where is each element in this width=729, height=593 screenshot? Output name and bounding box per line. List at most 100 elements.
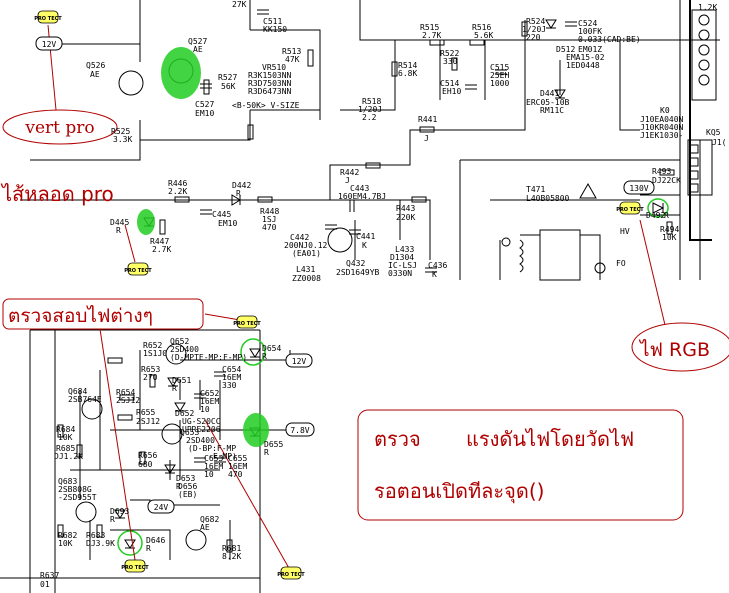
annotation-vert-pro: vert pro [24, 118, 94, 138]
protect-tag-d646: PRO TECT [121, 559, 149, 573]
highlight-d646 [117, 530, 143, 556]
label-q432-1: 2SD1649YB [336, 268, 380, 277]
diode-d653 [164, 464, 176, 474]
protect-tag-power: PRO TECT [233, 315, 261, 329]
label-r515-1: 2.7K [422, 31, 441, 40]
rail-flag-12v-top: 12V [35, 36, 63, 51]
svg-text:PRO TECT: PRO TECT [121, 565, 149, 571]
label-k0-3: J1EK1030- [640, 131, 683, 140]
resistor-r494 [666, 221, 673, 235]
label-d656-1: (EB) [178, 490, 197, 499]
label-r525-1: 3.3K [113, 135, 132, 144]
label-l431-0: L431 [296, 265, 315, 274]
label-q653-1: 2SD400 [186, 436, 215, 445]
protect-tags: PRO TECT PRO TECT PRO TECT PRO TECT PRO … [34, 10, 644, 580]
capacitor-c524 [565, 21, 577, 27]
label-d492-0: D492 [646, 211, 665, 220]
label-r446-1: 2.2K [168, 187, 187, 196]
resistor-r683 [96, 524, 103, 538]
label-c652-1: 16EM [200, 397, 219, 406]
label-k0-2: J10KR040N [640, 123, 684, 132]
protect-tag-rgb: PRO TECT [616, 201, 644, 215]
transistor-q652-symbol [165, 343, 187, 365]
label-vr510-2: R3D7503NN [248, 79, 292, 88]
svg-text:PRO TECT: PRO TECT [34, 16, 62, 22]
label-q684-1: 2SB764E [68, 395, 102, 404]
label-r653-1: 270 [143, 373, 158, 382]
label-r656-0: R656 [138, 451, 157, 460]
rgb-pointer [639, 219, 666, 326]
label-c514-0: C514 [440, 79, 459, 88]
label-r447-0: R447 [150, 237, 169, 246]
label-r685-0: R685 [56, 444, 75, 453]
label-d441-1: ERC05-10B [526, 98, 570, 107]
label-c445-0: C445 [212, 210, 231, 219]
resistor-r681 [226, 539, 233, 553]
svg-text:12V: 12V [42, 40, 57, 49]
annotation-check-voltages: ตรวจสอบไฟต่างๆ [8, 305, 153, 327]
rgb-bubble [631, 322, 729, 372]
svg-text:130V: 130V [629, 184, 648, 193]
label-d442-1: R [236, 189, 241, 198]
label-c527-0: C527 [195, 100, 214, 109]
label-c515-0: C515 [490, 63, 509, 72]
label-c655-0: C655 [228, 454, 247, 463]
label-r522-1: 330 [443, 57, 458, 66]
label-q526-1: AE [90, 70, 100, 79]
label-d655-1: R [264, 448, 269, 457]
label-c443-0: C443 [350, 184, 369, 193]
label-d445-0: D445 [110, 218, 129, 227]
label-d646-1: R [146, 544, 151, 553]
capacitor-c436 [425, 267, 437, 273]
capacitor-c527 [200, 83, 212, 89]
label-d646-0: D646 [146, 536, 165, 545]
label-c653-1: 16EM [204, 462, 223, 471]
label-c436-1: K [432, 270, 437, 279]
label-d512-0: D512 [556, 45, 575, 54]
diode-d512 [545, 19, 557, 29]
label-r516-1: 5.6K [474, 31, 493, 40]
transistor-q682-symbol [185, 529, 207, 551]
svg-text:PRO TECT: PRO TECT [124, 268, 152, 274]
note-box [357, 409, 684, 521]
label-l431-1: ZZ0008 [292, 274, 321, 283]
transistor-q653-symbol [161, 423, 183, 445]
component-labels: 27K 1.2K Q526 AE Q527 AE R527 56K C527 E… [40, 0, 726, 589]
label-c443-1: 160EM4.7BJ [338, 192, 386, 201]
resistor-r514 [391, 61, 398, 77]
label-q682-1: AE [200, 523, 210, 532]
label-r518-2: 2.2 [362, 113, 377, 122]
label-r527-1: 56K [221, 82, 236, 91]
resistor-r655 [117, 414, 133, 421]
diode-d492 [652, 202, 665, 214]
rail-flag-130v: 130V [623, 180, 655, 195]
check-voltages-pointer-c [204, 419, 291, 571]
label-c654-2: 330 [222, 381, 237, 390]
protect-tag-bottom-right: PRO TECT [277, 566, 305, 580]
label-q683-2: -2SD955T [58, 493, 97, 502]
label-q683-1: 2SB808G [58, 485, 92, 494]
label-r524-1: 1/20J [522, 25, 546, 34]
label-r655-0: R655 [136, 408, 155, 417]
label-r684-0: R684 [56, 425, 75, 434]
annotation-shapes [2, 24, 729, 571]
resistor-r527 [203, 79, 210, 95]
label-c514-1: EH10 [442, 87, 461, 96]
label-q527-1: AE [193, 45, 203, 54]
svg-text:7.8V: 7.8V [290, 426, 309, 435]
label-d441-0: D441 [540, 89, 559, 98]
label-vr510-0: VR510 [262, 63, 286, 72]
protect-tag-heater: PRO TECT [124, 262, 152, 276]
label-t471-0: T471 [526, 185, 545, 194]
rail-flag-12v-mid: 12V [285, 353, 313, 368]
resistor-r652 [107, 357, 123, 364]
label-q682-0: Q682 [200, 515, 219, 524]
label-r527-0: R527 [218, 73, 237, 82]
highlight-d655 [243, 413, 269, 447]
label-d651-0: D651 [172, 376, 191, 385]
transistor-q432-symbol [327, 227, 353, 253]
label-q526-0: Q526 [86, 61, 105, 70]
label-vr510-1: R3K1503NN [248, 71, 292, 80]
label-d512-1: EM01Z [578, 45, 602, 54]
label-c655-2: 470 [228, 470, 243, 479]
